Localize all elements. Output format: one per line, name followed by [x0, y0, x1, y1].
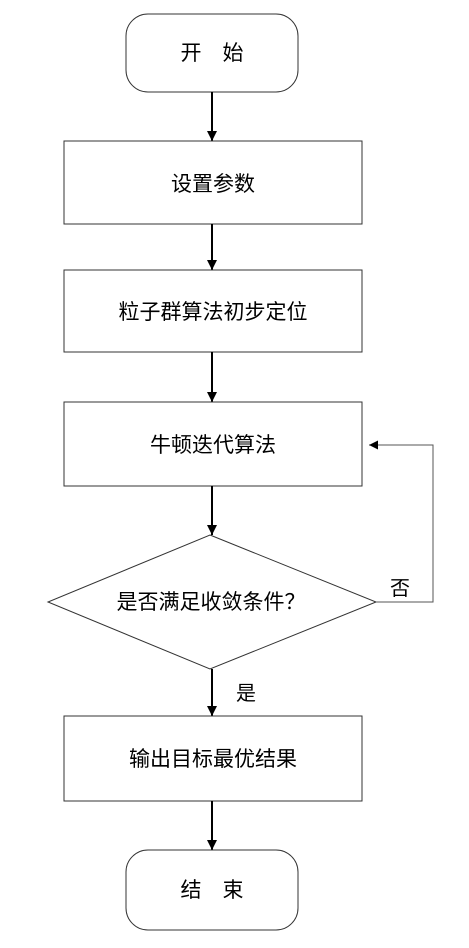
start-node-label: 开 始: [181, 41, 244, 65]
arrow-decision-no-loop: [369, 440, 434, 603]
end-node: 结 束: [125, 849, 299, 931]
no-branch-label: 否: [390, 576, 410, 600]
output-label: 输出目标最优结果: [129, 747, 297, 771]
set-params-label: 设置参数: [171, 172, 255, 196]
pso-label: 粒子群算法初步定位: [119, 300, 308, 324]
set-params-node: 设置参数: [63, 140, 363, 225]
newton-node: 牛顿迭代算法: [63, 401, 363, 487]
start-node: 开 始: [125, 13, 299, 93]
decision-label: 是否满足收敛条件？: [117, 590, 306, 614]
decision-node: 是否满足收敛条件？: [46, 534, 378, 670]
output-node: 输出目标最优结果: [63, 715, 363, 802]
yes-branch-label: 是: [236, 681, 256, 705]
pso-node: 粒子群算法初步定位: [63, 269, 363, 353]
end-node-label: 结 束: [181, 878, 244, 902]
newton-label: 牛顿迭代算法: [150, 433, 276, 457]
